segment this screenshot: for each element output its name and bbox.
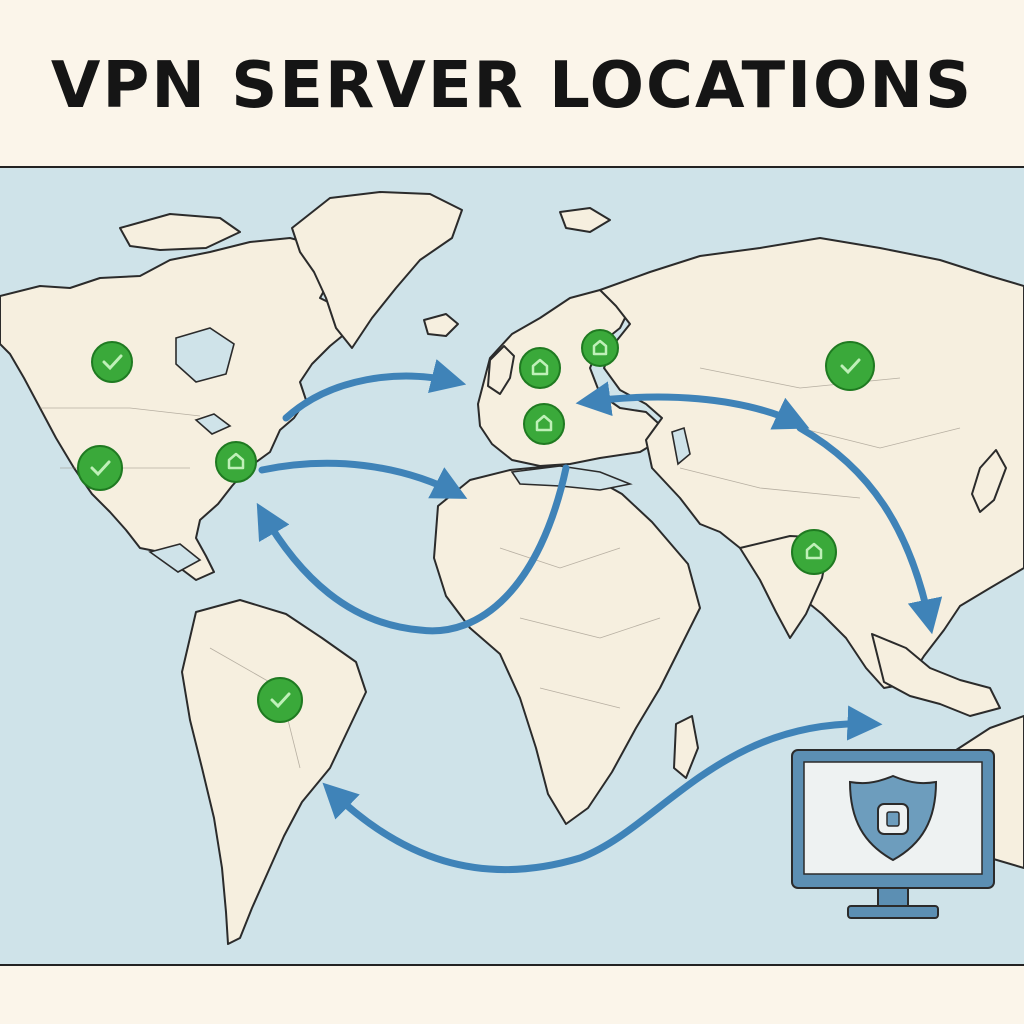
- landmass-north-america: [0, 237, 373, 581]
- landmass-arctic-islands-2: [559, 207, 611, 233]
- lock-keyhole: [886, 811, 900, 827]
- route-europe-to-usa: [256, 464, 570, 635]
- landmass-british-isles: [487, 345, 515, 395]
- home-icon: [805, 542, 823, 560]
- title-bar: VPN SERVER LOCATIONS: [0, 0, 1024, 168]
- server-marker-usa-west[interactable]: [77, 445, 123, 491]
- world-map-svg: [0, 168, 1024, 964]
- page-title: VPN SERVER LOCATIONS: [50, 49, 974, 123]
- home-icon: [535, 414, 553, 432]
- check-icon: [102, 354, 123, 371]
- server-marker-usa-east[interactable]: [215, 441, 257, 483]
- hudson-bay: [175, 327, 235, 383]
- landmass-greenland: [291, 191, 463, 349]
- gulf-of-mexico: [148, 543, 202, 573]
- footer-strip: [0, 966, 1024, 1024]
- monitor-base: [847, 905, 939, 919]
- landmass-arctic-islands: [119, 213, 241, 251]
- check-icon: [840, 358, 861, 375]
- landmass-south-america: [181, 599, 367, 945]
- world-map: [0, 166, 1024, 966]
- server-marker-russia[interactable]: [825, 341, 875, 391]
- route-southamerica-to-oceania: [322, 705, 883, 873]
- route-usa-to-westafrica: [258, 459, 468, 499]
- landmass-japan: [971, 449, 1007, 513]
- server-markers: [77, 329, 875, 723]
- server-marker-brazil[interactable]: [257, 677, 303, 723]
- home-icon: [592, 339, 608, 356]
- check-icon: [270, 692, 291, 709]
- landmass-iceland: [423, 313, 459, 337]
- server-marker-canada[interactable]: [91, 341, 133, 383]
- server-marker-scandinavia[interactable]: [581, 329, 619, 367]
- routes: [256, 359, 943, 873]
- server-marker-india[interactable]: [791, 529, 837, 575]
- server-marker-central-europe[interactable]: [523, 403, 565, 445]
- home-icon: [227, 452, 245, 470]
- server-marker-uk[interactable]: [519, 347, 561, 389]
- home-icon: [531, 358, 549, 376]
- landmass-southeast-asia: [871, 633, 1001, 717]
- route-europe-to-asia: [575, 381, 810, 430]
- check-icon: [90, 460, 111, 477]
- great-lakes: [194, 413, 232, 435]
- secure-monitor-icon: [791, 749, 995, 919]
- route-asia-to-southeast: [796, 424, 943, 635]
- route-na-to-europe: [282, 359, 467, 422]
